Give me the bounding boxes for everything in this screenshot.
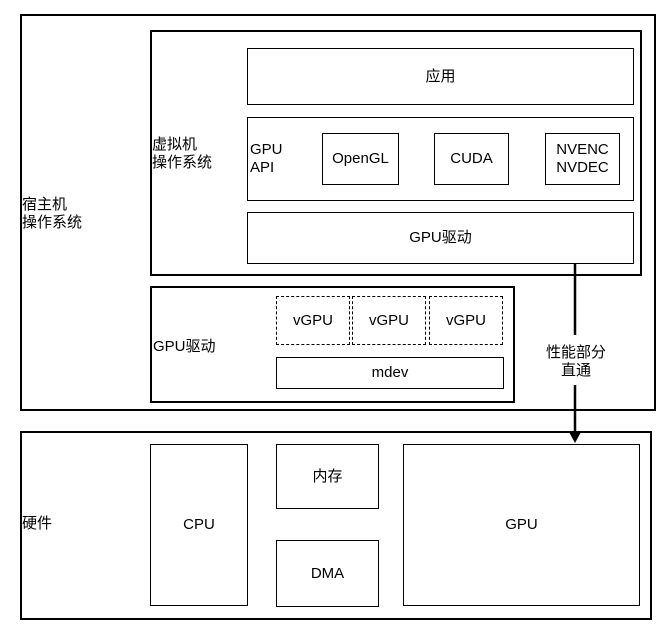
vgpu-label-1: vGPU: [292, 311, 333, 329]
dma-box: DMA: [276, 540, 379, 607]
nvenc-nvdec-label: NVENC NVDEC: [556, 141, 609, 176]
gpu-label: GPU: [505, 516, 538, 533]
host-gpu-driver-label: GPU驱动: [153, 338, 216, 355]
mdev-label: mdev: [371, 364, 409, 381]
gpu-box: GPU: [403, 444, 640, 606]
cpu-label: CPU: [183, 516, 215, 533]
memory-label: 内存: [312, 467, 343, 485]
vm-os-label: 虚拟机 操作系统: [152, 136, 213, 171]
memory-box: 内存: [276, 444, 379, 509]
vm-gpu-driver-box: GPU驱动: [247, 212, 634, 264]
vgpu-box-1: vGPU: [276, 296, 350, 345]
vgpu-label-3: vGPU: [445, 311, 486, 329]
opengl-label: OpenGL: [332, 150, 389, 167]
vgpu-box-2: vGPU: [352, 296, 426, 345]
vgpu-label-2: vGPU: [368, 311, 409, 329]
nvenc-nvdec-box: NVENC NVDEC: [545, 133, 620, 185]
vgpu-box-3: vGPU: [429, 296, 503, 345]
hardware-label: 硬件: [22, 515, 53, 532]
application-label: 应用: [425, 67, 456, 85]
gpu-api-label: GPU API: [250, 141, 283, 176]
cpu-box: CPU: [150, 444, 248, 606]
cuda-label: CUDA: [450, 150, 493, 167]
cuda-box: CUDA: [434, 133, 509, 185]
opengl-box: OpenGL: [322, 133, 399, 185]
vm-gpu-driver-label: GPU驱动: [409, 229, 472, 246]
dma-label: DMA: [310, 564, 345, 582]
passthrough-label: 性能部分 直通: [537, 344, 615, 380]
application-box: 应用: [247, 48, 634, 105]
host-os-label: 宿主机 操作系统: [22, 196, 83, 231]
mdev-box: mdev: [276, 357, 504, 389]
